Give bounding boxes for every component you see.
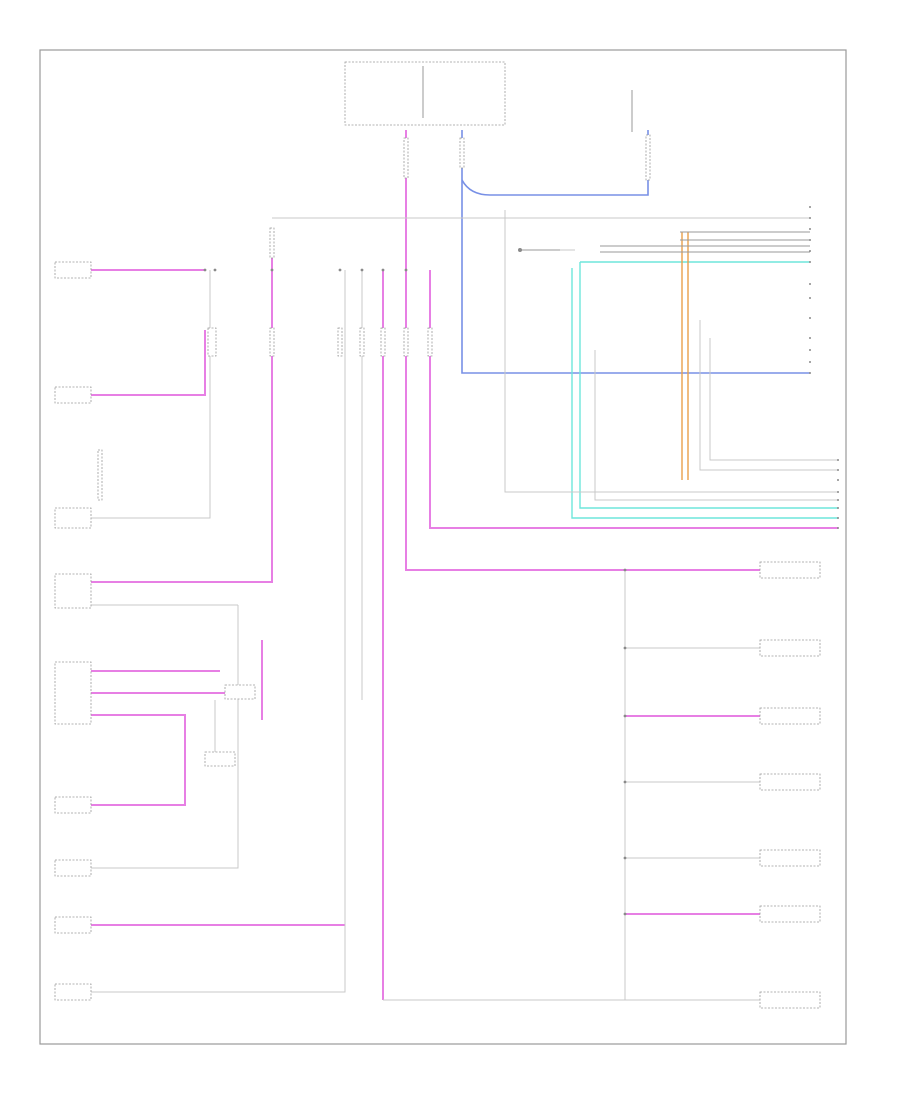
top-module-box: [344, 61, 506, 126]
blue-wire-a: [461, 130, 810, 374]
gray-wire-h: [90, 270, 346, 993]
pink-wire-main-a: [405, 130, 625, 571]
gray-wire-c: [594, 350, 838, 501]
cyan-wire-c: [579, 262, 838, 509]
pink-wire-main-b: [429, 270, 838, 529]
diagram-frame: [39, 49, 847, 1045]
gray-wire-m: [624, 570, 760, 1001]
pink-wire-left-f: [90, 714, 186, 806]
right-connectors: [759, 561, 821, 1009]
pink-wire-left-c: [90, 330, 206, 396]
gray-wire-b: [504, 210, 838, 493]
blue-wire-b: [461, 130, 649, 196]
gray-wire-d: [699, 320, 838, 471]
cyan-wire-b: [571, 268, 838, 519]
splice-points: [203, 248, 627, 916]
inline-connector-marks: [97, 134, 651, 767]
gray-wire-j: [90, 605, 239, 869]
right-connector-pins: [809, 206, 839, 529]
gray-wire-e: [709, 338, 838, 461]
pink-wire-left-a: [90, 230, 273, 583]
left-connectors: [54, 261, 92, 1001]
